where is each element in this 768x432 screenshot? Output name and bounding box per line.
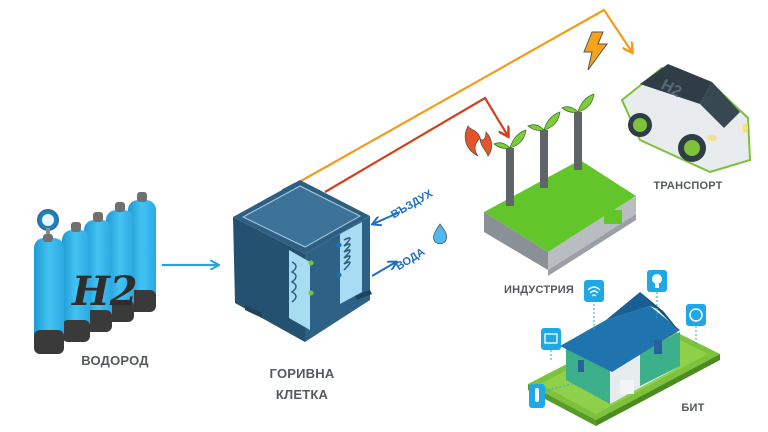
edge-fuel-cell-to-water — [371, 262, 396, 277]
washing-machine-icon — [689, 308, 703, 322]
label-fuel-cell-line1: ГОРИВНА — [269, 366, 335, 381]
edge-electricity — [284, 8, 632, 191]
flame-icon — [464, 125, 492, 157]
thermometer-icon — [535, 388, 539, 402]
label-household: БИТ — [681, 402, 705, 414]
wifi-icon — [587, 286, 601, 297]
edge-heat — [324, 96, 508, 193]
water-drop-icon — [433, 223, 448, 245]
lightbulb-icon — [652, 274, 662, 284]
device-thermometer — [529, 383, 573, 408]
factory-icon — [484, 93, 636, 276]
device-wifi — [584, 280, 604, 330]
device-washing-machine — [686, 304, 706, 346]
lightning-icon — [583, 31, 608, 71]
label-industry: ИНДУСТРИЯ — [503, 284, 574, 296]
smart-house-icon — [528, 292, 720, 426]
label-transport: ТРАНСПОРТ — [653, 180, 723, 192]
hydrogen-car-icon: H2 — [620, 64, 752, 174]
fuel-cell-icon — [233, 180, 372, 342]
label-fuel-cell-line2: КЛЕТКА — [275, 387, 329, 402]
device-lightbulb — [647, 270, 667, 318]
microwave-icon — [544, 333, 558, 344]
label-hydrogen: ВОДОРОД — [81, 353, 149, 368]
h2-symbol: H2 — [71, 268, 138, 315]
gas-cylinders-icon — [34, 192, 156, 354]
edge-air-to-fuel-cell — [373, 211, 401, 224]
device-microwave — [541, 328, 561, 362]
